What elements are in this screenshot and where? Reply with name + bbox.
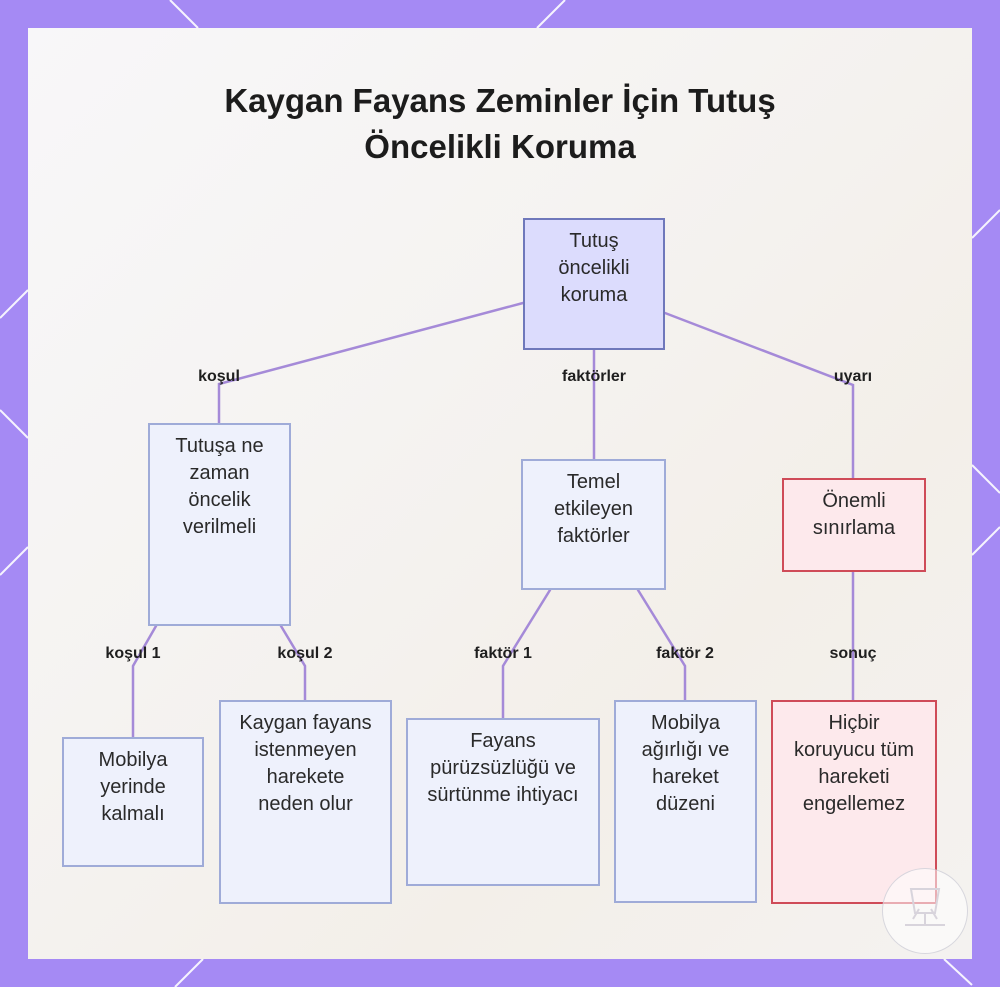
- edge-root-when: [219, 303, 523, 423]
- node-root: Tutuş öncelikli koruma: [523, 218, 665, 350]
- node-slippery-tile: Kaygan fayans istenmeyen harekete neden …: [219, 700, 392, 904]
- edge-root-limit: [665, 313, 853, 478]
- edge-label-faktor-2: faktör 2: [656, 645, 714, 663]
- node-important-limitation: Önemli sınırlama: [782, 478, 926, 572]
- edge-label-faktorler: faktörler: [562, 368, 626, 386]
- edge-when-furniture: [133, 626, 156, 737]
- edge-label-kosul-1: koşul 1: [105, 645, 160, 663]
- edge-label-sonuc: sonuç: [829, 645, 876, 663]
- node-when-priority: Tutuşa ne zaman öncelik verilmeli: [148, 423, 291, 626]
- corner-logo: [882, 868, 968, 954]
- node-furniture-stay: Mobilya yerinde kalmalı: [62, 737, 204, 867]
- edge-label-kosul: koşul: [198, 368, 240, 386]
- node-tile-smoothness: Fayans pürüzsüzlüğü ve sürtünme ihtiyacı: [406, 718, 600, 886]
- edge-when-slippery: [281, 626, 305, 700]
- logo-icon: [883, 869, 967, 953]
- edge-label-uyari: uyarı: [834, 368, 872, 386]
- edge-label-faktor-1: faktör 1: [474, 645, 532, 663]
- node-furniture-weight: Mobilya ağırlığı ve hareket düzeni: [614, 700, 757, 903]
- edge-label-kosul-2: koşul 2: [277, 645, 332, 663]
- node-key-factors: Temel etkileyen faktörler: [521, 459, 666, 590]
